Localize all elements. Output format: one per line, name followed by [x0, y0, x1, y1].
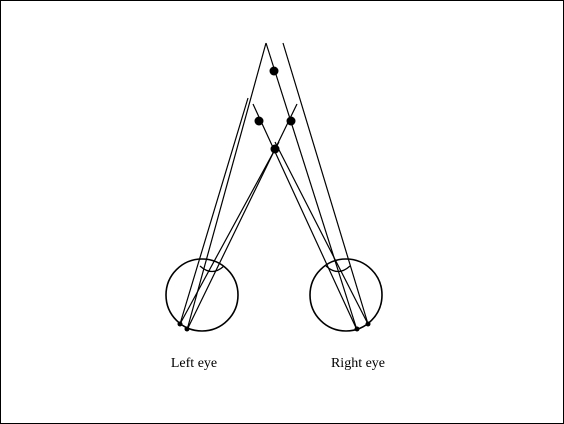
object-point-mid-left [255, 117, 264, 126]
left-eye-ray-to-mid-right-point [187, 104, 297, 330]
object-point-top [270, 67, 279, 76]
left-retina-point-a [178, 322, 183, 327]
left-eye-label: Left eye [171, 356, 217, 371]
right-retina-point-b [366, 322, 371, 327]
left-eye-ray-to-bottom-point [180, 142, 279, 324]
left-retina-point-b [185, 327, 190, 332]
object-point-bottom [271, 145, 280, 154]
right-retina-point-a [355, 327, 360, 332]
object-point-mid-right [287, 117, 296, 126]
right-eye-ray-to-mid-left-point [253, 104, 357, 330]
right-eye-label: Right eye [331, 356, 385, 371]
left-eye-circle [166, 259, 238, 331]
